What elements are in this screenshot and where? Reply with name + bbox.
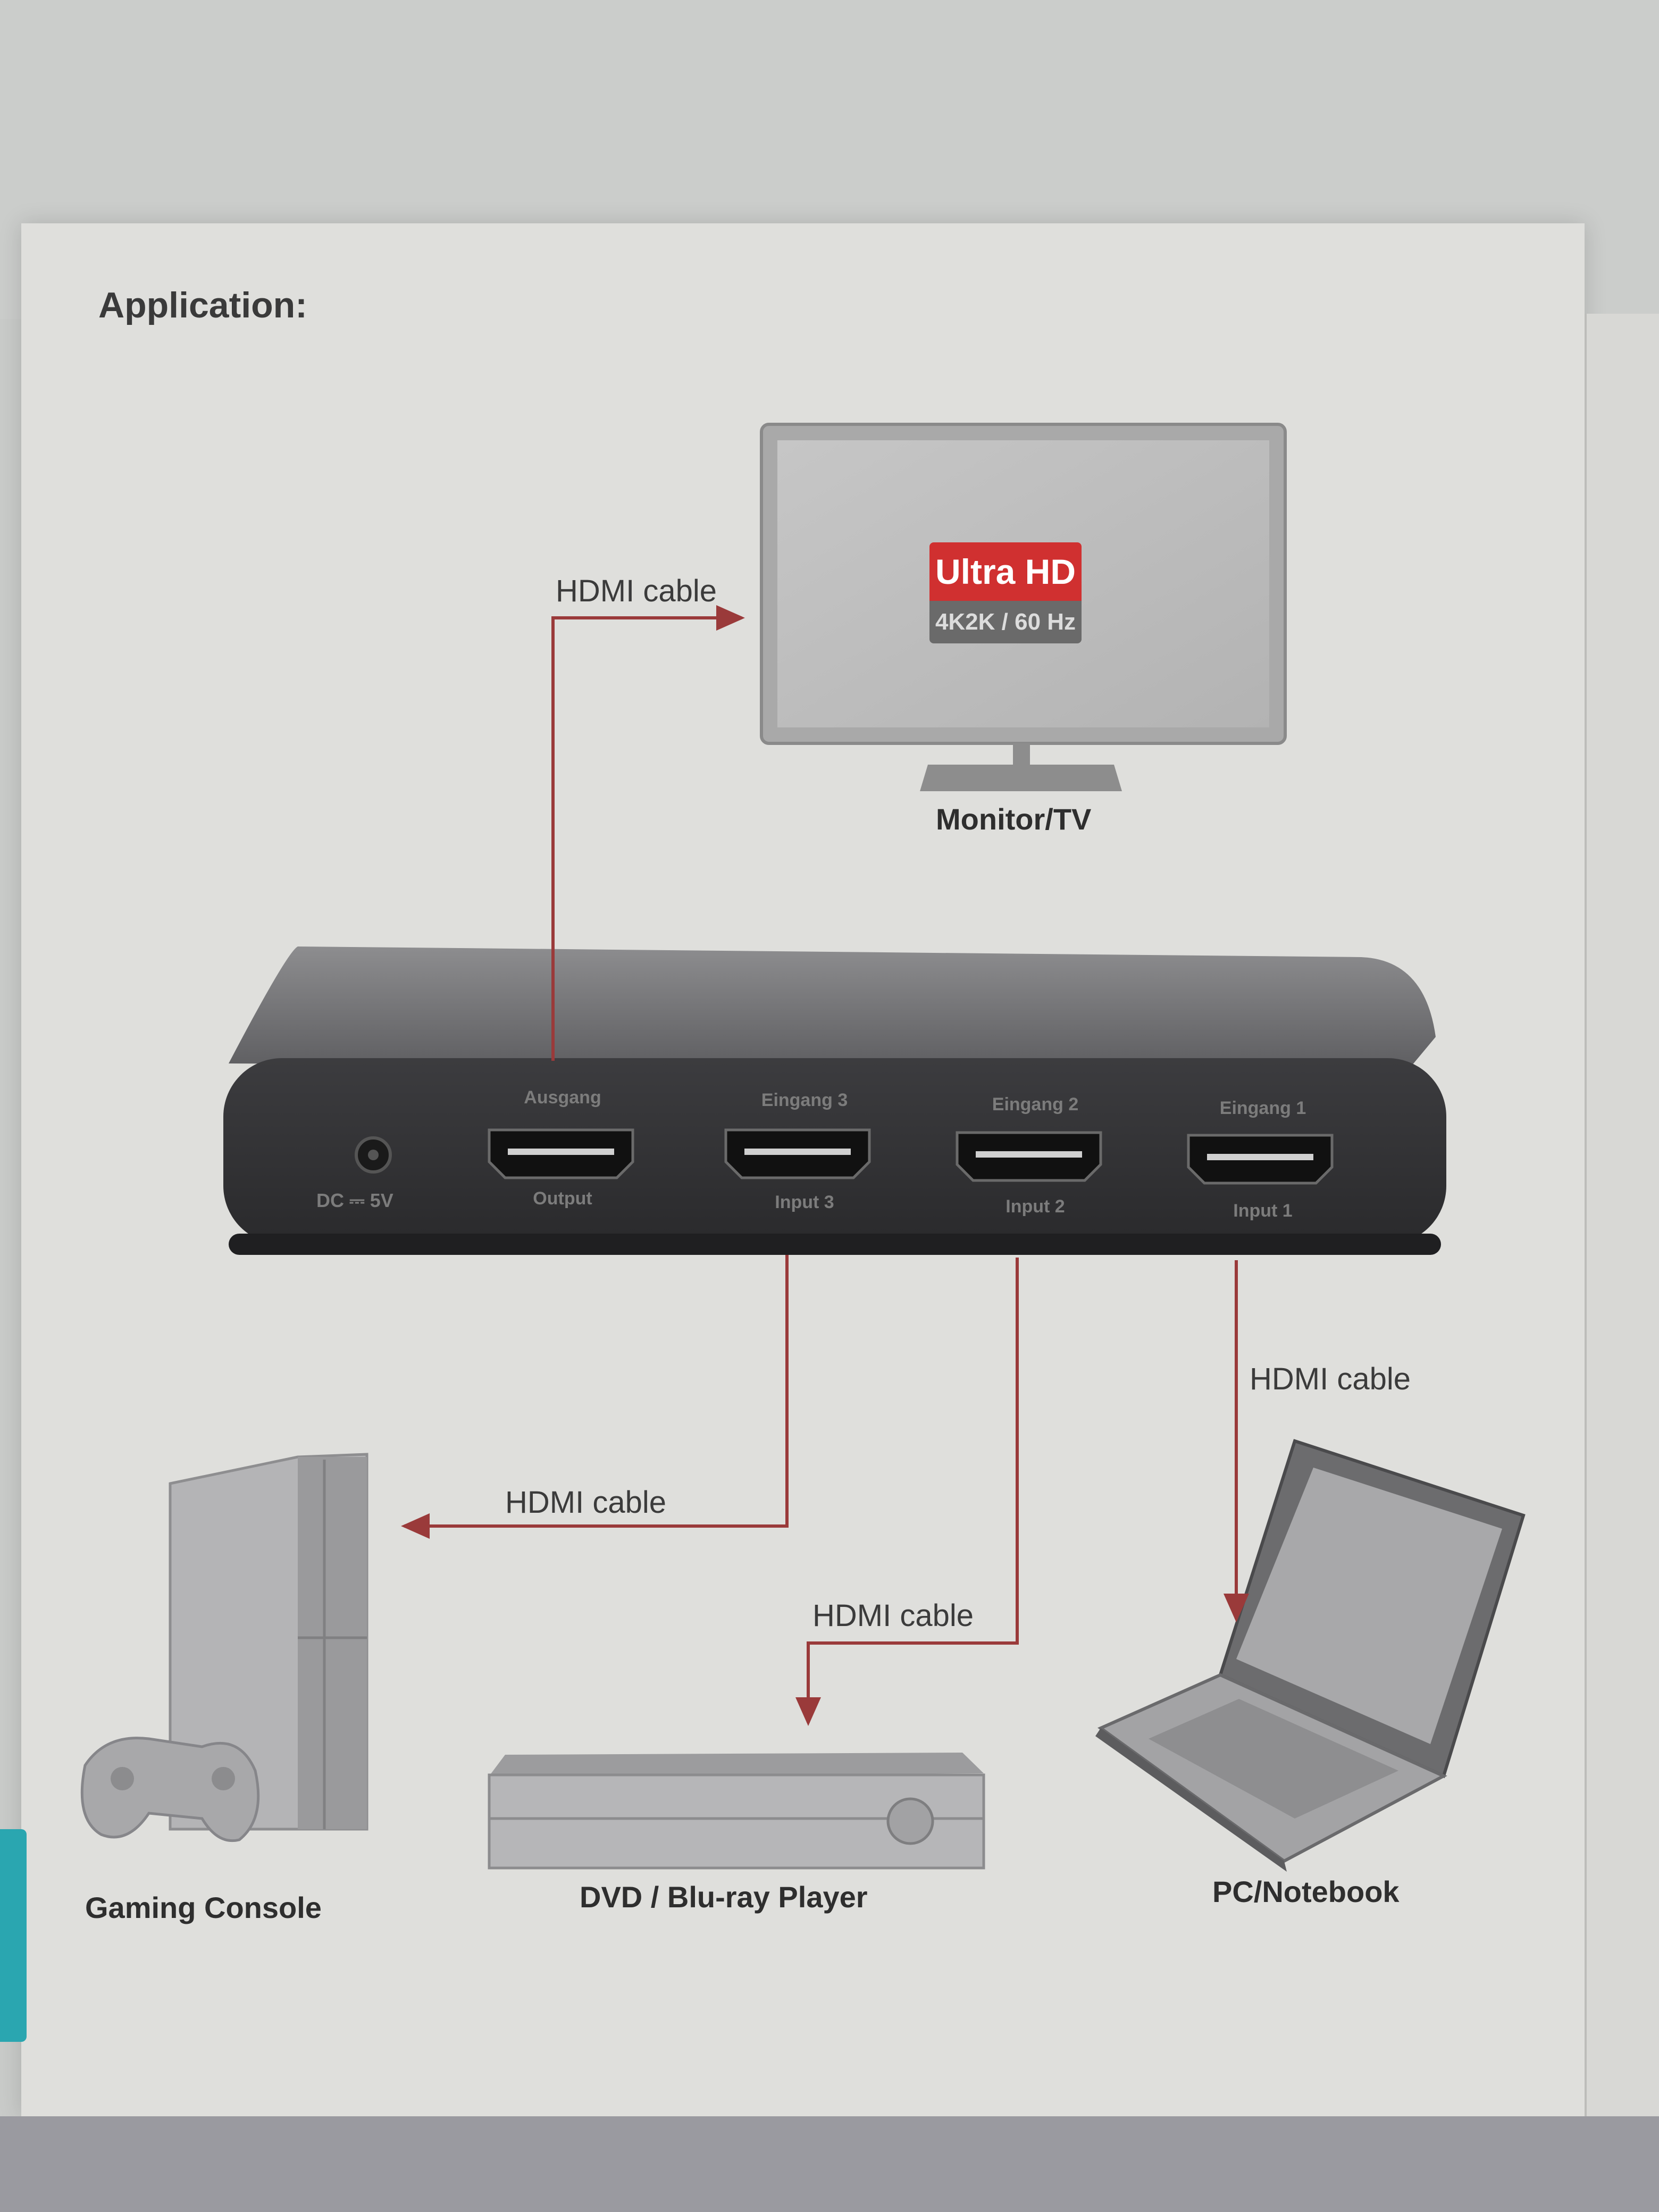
table-surface <box>0 2116 1659 2212</box>
port-label-output-en: Output <box>533 1188 592 1209</box>
hdmi-switch-icon <box>223 946 1446 1255</box>
notebook-label: PC/Notebook <box>1212 1875 1400 1908</box>
cable-label-input1: HDMI cable <box>1250 1362 1411 1396</box>
gaming-console-label: Gaming Console <box>85 1891 322 1924</box>
notebook-icon <box>1095 1439 1526 1872</box>
cable-label-input2: HDMI cable <box>812 1598 974 1633</box>
port-label-input2-en: Input 2 <box>1006 1196 1065 1217</box>
bookmark-tab <box>0 1829 27 2042</box>
cable-label-output: HDMI cable <box>556 574 717 608</box>
dvd-player-icon <box>488 1753 985 1870</box>
power-label: DC ⎓ 5V <box>316 1189 393 1211</box>
monitor-label: Monitor/TV <box>936 802 1092 836</box>
port-label-input1-en: Input 1 <box>1233 1201 1293 1221</box>
port-label-input2-de: Eingang 2 <box>992 1094 1079 1115</box>
port-label-input3-de: Eingang 3 <box>761 1090 848 1110</box>
port-label-output-de: Ausgang <box>524 1087 601 1108</box>
page-title: Application: <box>98 285 307 325</box>
dvd-player-label: DVD / Blu-ray Player <box>580 1880 868 1914</box>
ultra-hd-badge: Ultra HD <box>929 542 1082 601</box>
hdmi-cables <box>401 605 1249 1726</box>
gaming-console-icon <box>80 1453 368 1842</box>
next-page-edge <box>1585 314 1659 2122</box>
resolution-badge: 4K2K / 60 Hz <box>929 601 1082 643</box>
port-label-input1-de: Eingang 1 <box>1219 1098 1306 1118</box>
port-label-input3-en: Input 3 <box>775 1192 834 1212</box>
cable-label-input3: HDMI cable <box>505 1485 666 1520</box>
